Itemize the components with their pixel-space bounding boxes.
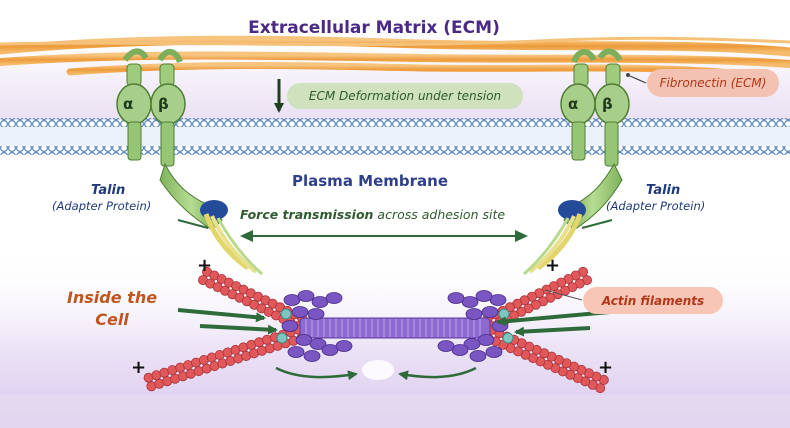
- integrin-left: [116, 48, 263, 276]
- plasma-membrane-label: Plasma Membrane: [292, 172, 448, 190]
- force-transmission-rest: across adhesion site: [373, 207, 506, 222]
- inside-cell-label: Inside the Cell: [66, 288, 158, 329]
- fibronectin-pointer: [629, 75, 647, 84]
- ecm-deformation-label: ECM Deformation under tension: [287, 83, 523, 109]
- plus-end-marker-bottom-left: +: [131, 357, 147, 378]
- force-transmission-bold: Force transmission: [240, 207, 374, 222]
- integrin-right: [523, 48, 630, 276]
- myosin-filament: [276, 290, 514, 362]
- actin-filaments-label: Actin filaments: [583, 287, 723, 314]
- actin-filaments: [143, 266, 609, 394]
- integrin-beta-label-right: β: [602, 95, 613, 113]
- contraction-arrows: [177, 219, 613, 381]
- talin-sublabel-right: (Adapter Protein): [606, 199, 706, 213]
- integrin-beta-label-left: β: [158, 95, 169, 113]
- fibronectin-label: Fibronectin (ECM): [647, 69, 779, 97]
- talin-sublabel-left: (Adapter Protein): [52, 199, 152, 213]
- plus-end-marker-bottom-right: +: [598, 357, 614, 378]
- plasma-membrane: [0, 118, 790, 155]
- talin-label-right: Talin: [646, 183, 681, 198]
- force-transmission-arrow: [240, 230, 528, 242]
- diagram-title: Extracellular Matrix (ECM): [248, 18, 500, 38]
- integrin-alpha-label-left: α: [123, 95, 134, 113]
- plus-end-marker-top-right: +: [545, 255, 561, 276]
- talin-label-left: Talin: [91, 183, 126, 198]
- force-transmission-label: Force transmission across adhesion site: [240, 207, 505, 222]
- integrin-alpha-label-right: α: [568, 95, 579, 113]
- plus-end-marker-top-left: +: [197, 255, 213, 276]
